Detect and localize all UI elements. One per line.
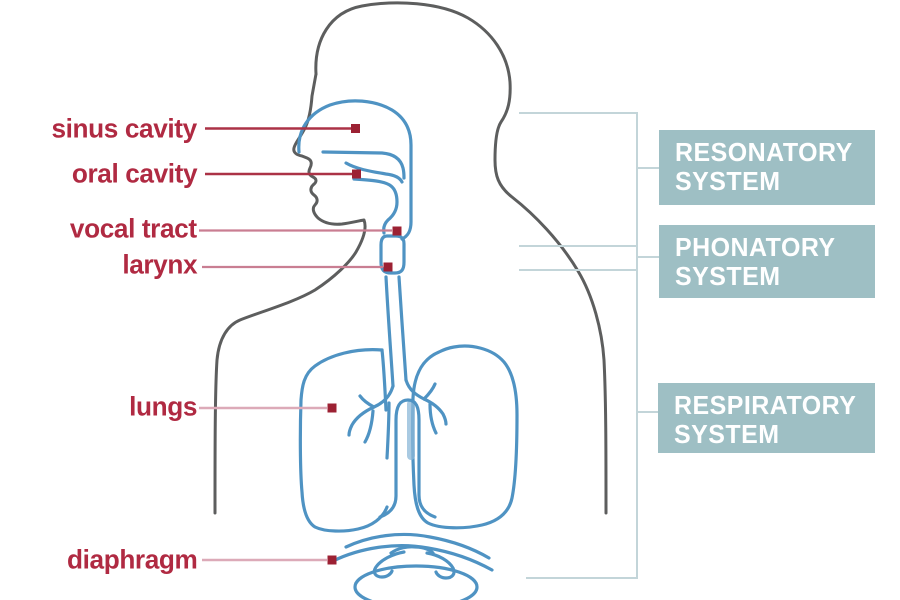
left-bronchus-twig-long [385,401,391,460]
face-profile-and-left-shoulder [213,72,367,515]
mediastinum-arch [378,398,437,519]
resonatory-line2: SYSTEM [675,166,781,197]
palate-line [344,161,404,184]
phonatory-line2: SYSTEM [675,261,781,292]
marker-larynx [383,262,393,272]
right-bronchus-spur [422,382,437,401]
marker-sinus-cavity [351,124,360,133]
marker-oral-cavity [352,169,361,179]
lungs-group [298,344,519,533]
resonatory-line1: RESONATORY [675,137,853,167]
trachea-right-line [397,275,408,382]
system-bracket [519,112,661,579]
body-outline [213,1,608,515]
leader-lines [199,124,402,565]
respiratory-line1: RESPIRATORY [674,390,857,420]
stomach-curl-left [372,550,406,579]
label-lungs: lungs [129,391,197,422]
right-lung-outline [410,344,519,530]
head-back-and-right-shoulder [314,1,608,515]
marker-lungs [327,403,337,413]
left-lung-outline [298,348,389,533]
system-box-phonatory: PHONATORY SYSTEM [659,225,875,298]
system-box-respiratory: RESPIRATORY SYSTEM [658,383,875,453]
phonatory-line1: PHONATORY [675,232,836,262]
label-larynx: larynx [122,249,197,280]
system-box-resonatory: RESONATORY SYSTEM [659,130,875,205]
left-bronchus [347,384,395,437]
trachea-left-line [384,275,395,388]
diaphragm-upper-arc [344,532,491,560]
respiratory-line2: SYSTEM [674,419,780,450]
label-oral-cavity: oral cavity [71,158,198,189]
tongue-pharynx-line [352,177,399,235]
label-diaphragm: diaphragm [66,544,198,575]
label-sinus-cavity: sinus cavity [51,113,198,144]
left-lung-inner-edge [380,348,388,412]
diaphragm-group [331,532,494,600]
marker-diaphragm [327,555,337,565]
left-bronchus-spur [358,394,376,409]
larynx-outline [379,234,406,275]
nasal-floor-line [321,150,406,180]
left-bronchus-twig-short [363,409,375,444]
label-vocal-tract: vocal tract [70,213,197,244]
esophageal-bridge [389,545,435,555]
stomach-curl-right [425,551,456,580]
right-bronchus [404,378,448,426]
vocal-tract-group [297,99,413,388]
right-bronchus-twig [428,402,438,435]
nasal-cavity-dome [297,99,413,241]
marker-vocal-tract [392,226,402,236]
stomach-oval [353,564,479,600]
